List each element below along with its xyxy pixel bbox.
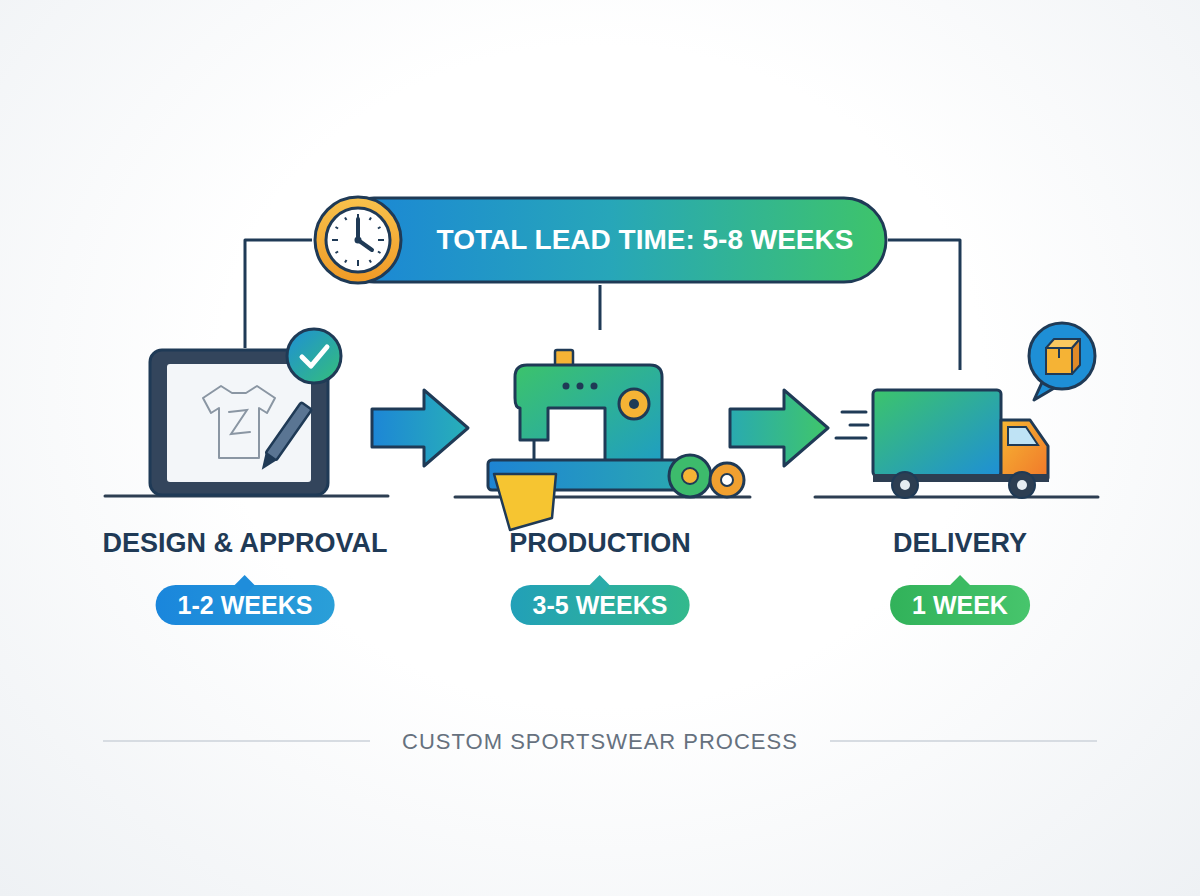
lead-time-text: TOTAL LEAD TIME: 5-8 WEEKS (408, 195, 882, 285)
fabric-piece (494, 474, 556, 530)
package-tape (1058, 348, 1060, 358)
roll-core (721, 474, 733, 486)
bracket-line (888, 240, 960, 370)
speed-line (842, 411, 866, 414)
caption-rule (830, 740, 1097, 742)
roll-core (682, 468, 698, 484)
clock-tick (357, 260, 359, 266)
duration-text: 3-5 WEEKS (533, 591, 668, 619)
flow-arrow (372, 390, 468, 466)
stage-step: PRODUCTION3-5 WEEKS (470, 330, 730, 638)
diagram-caption: CUSTOM SPORTSWEAR PROCESS (0, 728, 1200, 756)
sketch-scribble (229, 410, 250, 434)
caption-rule (103, 740, 370, 742)
package-side (1072, 339, 1080, 374)
stage-title: PRODUCTION (390, 528, 810, 558)
machine-dot (577, 383, 584, 390)
speed-line (836, 437, 866, 440)
duration-text: 1-2 WEEKS (178, 591, 313, 619)
clock-tick (370, 260, 372, 263)
bracket-line (245, 240, 312, 348)
clock-tick (378, 252, 381, 254)
clock-tick (332, 239, 338, 241)
bracket-line (599, 285, 602, 330)
clock-tick (370, 217, 372, 220)
clock-tick (345, 217, 347, 220)
flow-arrow (730, 390, 828, 466)
truck-cargo-box (873, 390, 1001, 476)
duration-pill: 1 WEEK (890, 585, 1030, 625)
check-badge (287, 329, 341, 383)
machine-dot (563, 383, 570, 390)
clock-pin (355, 237, 362, 244)
wheel-hub (1017, 480, 1027, 490)
lead-time-banner: TOTAL LEAD TIME: 5-8 WEEKS (312, 195, 888, 285)
check-mark (302, 347, 327, 366)
stage-title: DESIGN & APPROVAL (50, 528, 440, 558)
package-bubble (1029, 323, 1095, 389)
fabric-roll (710, 463, 744, 497)
wheel-hub (900, 480, 910, 490)
stage-step: DELIVERY1 WEEK (835, 370, 1085, 638)
wheel-hub (629, 399, 639, 409)
pen-tip (256, 453, 276, 474)
clock-tick (378, 227, 381, 229)
machine-wheel (619, 389, 649, 419)
truck-window (1008, 427, 1038, 445)
clock-tick (378, 239, 384, 241)
machine-needle (533, 440, 536, 460)
stage-title: DELIVERY (755, 528, 1165, 558)
pen-body (266, 402, 312, 460)
duration-text: 1 WEEK (912, 591, 1008, 619)
shirt-sketch (203, 386, 275, 458)
clock-rim (315, 197, 401, 283)
truck-cab (1001, 420, 1048, 478)
clock-face (326, 208, 390, 272)
clock-tick (335, 252, 338, 254)
ground-line (815, 496, 1098, 499)
duration-pill: 3-5 WEEKS (511, 585, 690, 625)
truck-wheel (1009, 472, 1035, 498)
stylus-pen (256, 402, 311, 473)
stage-step: DESIGN & APPROVAL1-2 WEEKS (130, 348, 360, 638)
speed-line (850, 424, 868, 427)
fabric-roll (669, 455, 711, 497)
clock-tick (335, 227, 338, 229)
package-front (1046, 348, 1072, 374)
tablet-screen (167, 364, 311, 482)
clock-tick (345, 260, 347, 263)
sewing-machine-body (515, 365, 662, 462)
duration-pill: 1-2 WEEKS (156, 585, 335, 625)
machine-dot (591, 383, 598, 390)
truck-wheel (892, 472, 918, 498)
